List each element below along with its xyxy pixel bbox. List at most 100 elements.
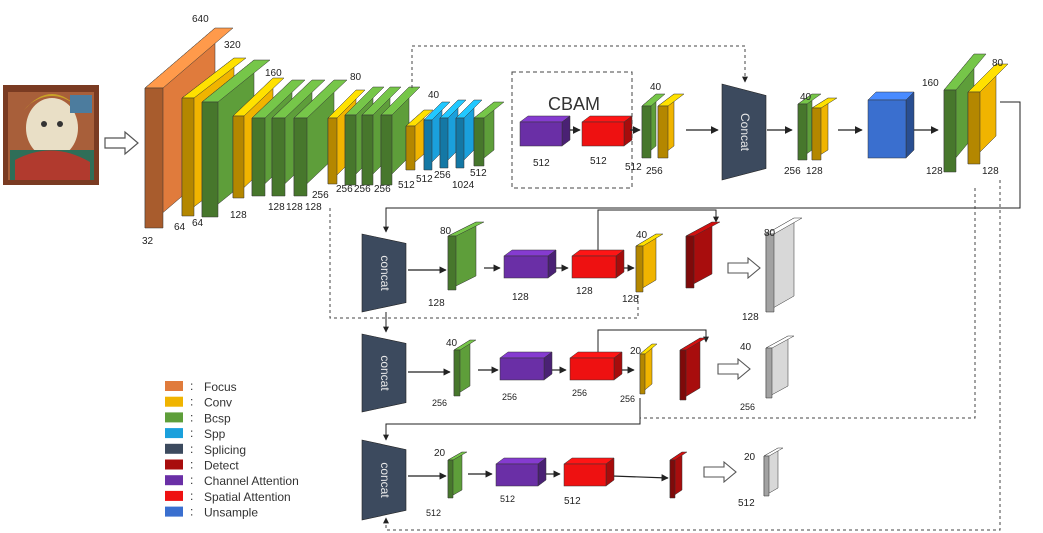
legend-label: Unsample	[204, 506, 258, 520]
legend-label: Bcsp	[204, 411, 231, 425]
legend-separator: :	[190, 395, 193, 409]
dim-label: 128	[576, 286, 593, 297]
bcsp-layer	[447, 221, 485, 291]
legend-separator: :	[190, 442, 193, 456]
dim-label: 80	[764, 228, 776, 239]
conv-layer	[639, 343, 658, 395]
cbam-title: CBAM	[548, 94, 600, 114]
dim-label: 40	[636, 230, 648, 241]
dim-label: 80	[350, 72, 362, 83]
dim-label: 128	[742, 312, 759, 323]
svg-text:concat: concat	[378, 462, 392, 498]
dim-label: 512	[738, 498, 755, 509]
dim-label: 256	[572, 388, 587, 398]
channel-attention-block	[519, 115, 571, 147]
dim-label: 128	[230, 210, 247, 221]
dim-label: 512	[500, 494, 515, 504]
backbone-layers	[144, 27, 685, 229]
detect-layer	[669, 451, 688, 499]
concat-block: concat	[361, 233, 407, 313]
dim-label: 64	[192, 218, 204, 229]
dim-label: 256	[336, 184, 353, 195]
legend-swatch	[165, 443, 183, 454]
dim-label: 128	[926, 166, 943, 177]
conv-layer	[967, 63, 1009, 165]
dim-label: 128	[622, 294, 639, 305]
spatial-attention-block	[569, 351, 623, 381]
dim-label: 512	[426, 508, 441, 518]
dim-label: 128	[512, 292, 529, 303]
bcsp-layer	[447, 451, 468, 499]
dim-label: 160	[265, 68, 282, 79]
unsample-block	[867, 91, 915, 159]
dim-label: 256	[784, 166, 801, 177]
dim-label: 40	[650, 82, 662, 93]
channel-attention-block	[499, 351, 553, 381]
bcsp-layer	[293, 79, 348, 197]
connection-lines	[329, 101, 1021, 531]
legend-swatch	[165, 428, 183, 439]
legend-label: Spatial Attention	[204, 490, 291, 504]
dim-label: 256	[620, 394, 635, 404]
detect-layer	[679, 337, 707, 401]
dim-label: 256	[374, 184, 391, 195]
output-layer	[765, 217, 803, 313]
spp-layer	[439, 99, 467, 169]
spatial-attention-block	[581, 115, 633, 147]
bcsp-layer	[473, 101, 505, 167]
dim-label: 128	[286, 202, 303, 213]
dim-label: 512	[398, 180, 415, 191]
dim-label: 128	[268, 202, 285, 213]
legend-item: :Spp	[165, 426, 226, 441]
skip-connection-top	[411, 45, 748, 88]
dim-label: 1024	[452, 180, 475, 191]
dim-label: 20	[744, 452, 756, 463]
svg-text:concat: concat	[378, 355, 392, 391]
legend-swatch	[165, 381, 183, 391]
channel-attention-block	[495, 457, 547, 487]
channel-attention-block	[503, 249, 557, 279]
output-layer	[765, 335, 795, 399]
bcsp-layer	[797, 93, 822, 161]
output-layer	[763, 447, 784, 497]
output-hollow-arrows	[703, 256, 761, 484]
dim-label: 256	[354, 184, 371, 195]
legend-swatch	[165, 506, 183, 517]
dim-label: 640	[192, 14, 209, 25]
dim-label: 512	[470, 168, 487, 179]
legend-swatch	[165, 490, 183, 501]
legend-swatch	[165, 396, 183, 407]
legend-separator: :	[190, 458, 193, 472]
bcsp-layer	[943, 53, 987, 173]
legend-label: Focus	[204, 380, 237, 394]
dim-label: 512	[590, 156, 607, 167]
dim-label: 128	[428, 298, 445, 309]
dim-label: 256	[312, 190, 329, 201]
legend-separator: :	[190, 473, 193, 487]
dim-label: 256	[646, 166, 663, 177]
dim-label: 512	[533, 158, 550, 169]
detect-layer	[685, 221, 721, 289]
dim-label: 128	[305, 202, 322, 213]
dim-label: 20	[630, 346, 642, 357]
dim-label: 256	[434, 170, 451, 181]
dim-label: 40	[428, 90, 440, 101]
concat-block: concat	[361, 333, 407, 413]
legend-item: : Splicing	[165, 442, 246, 457]
dim-label: 40	[740, 342, 752, 353]
spp-layer	[423, 101, 451, 171]
legend-item: :Bcsp	[165, 410, 231, 425]
dim-label: 128	[982, 166, 999, 177]
dim-label: 80	[440, 226, 452, 237]
dim-label: 128	[806, 166, 823, 177]
legend-item: :Detect	[165, 458, 239, 473]
legend-label: Conv	[204, 396, 232, 410]
legend-label: Splicing	[204, 443, 246, 457]
bcsp-layer	[380, 86, 421, 186]
dim-label: 320	[224, 40, 241, 51]
spp-layer	[455, 99, 483, 169]
legend-item: :Focus	[165, 379, 237, 394]
dim-label: 20	[434, 448, 446, 459]
